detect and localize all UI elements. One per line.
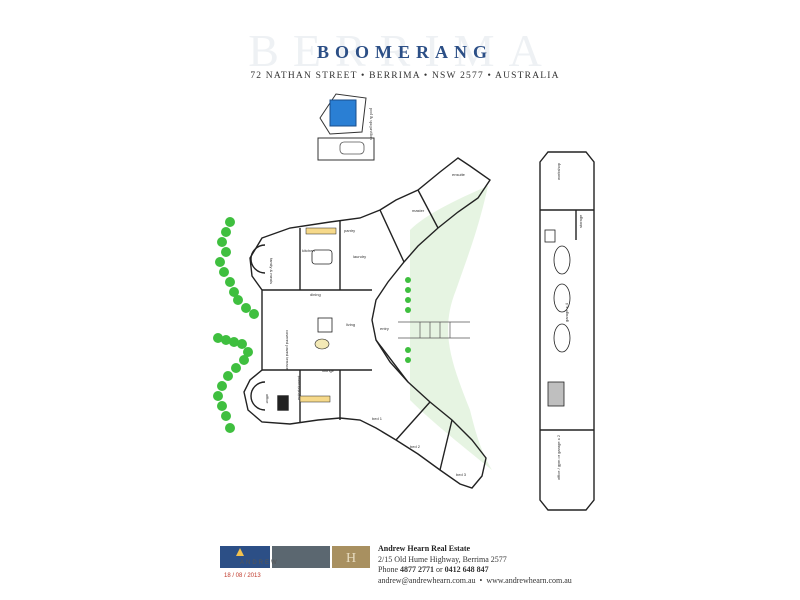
date-stamp: 18 / 08 / 2013 [224, 573, 261, 579]
label-lounge: lounge [322, 368, 335, 373]
agent-details: Andrew Hearn Real Estate 2/15 Old Hume H… [378, 544, 572, 586]
phone-or: or [436, 565, 443, 574]
phone-prefix: Phone [378, 565, 398, 574]
svg-text:H: H [346, 551, 356, 566]
label-garage: garage x 4 [564, 302, 569, 322]
label-office-garage: office / gym or garage x 2 [556, 434, 561, 480]
phone-1: 4877 2771 [400, 565, 434, 574]
label-laundry: laundry [353, 254, 366, 259]
contact-bullet: • [479, 575, 483, 585]
property-title: BOOMERANG [316, 42, 493, 62]
logo-text: ANDREW [240, 560, 279, 566]
agent-contact: andrew@andrewhearn.com.au • www.andrewhe… [378, 576, 572, 587]
tree-line [213, 217, 411, 433]
pool-water [329, 99, 357, 127]
label-family: family & meals [269, 258, 274, 284]
pool-label: pool & spa pavilion [369, 108, 374, 140]
label-bed3: bed 3 [456, 472, 467, 477]
agent-phone: Phone 4877 2771 or 0412 648 847 [378, 565, 572, 576]
entry-walkway [398, 321, 470, 339]
label-office: office [265, 394, 270, 404]
label-kitchen: kitchen [302, 248, 315, 253]
house-outline [243, 157, 491, 489]
label-storage: storage [578, 214, 583, 228]
agency-logo: H [220, 546, 370, 568]
label-bed1: bed 1 [372, 416, 383, 421]
label-living: living [346, 322, 355, 327]
label-ensuite: ensuite [452, 172, 466, 177]
lawn-area [410, 186, 492, 470]
agent-website[interactable]: www.andrewhearn.com.au [486, 575, 572, 585]
label-bed2: bed 2 [410, 444, 421, 449]
label-entry: entry [380, 326, 389, 331]
phone-2: 0412 648 847 [444, 565, 489, 574]
agent-email[interactable]: andrew@andrewhearn.com.au [378, 575, 476, 585]
pool-area: pool & spa pavilion [317, 93, 375, 161]
garage-outline [539, 151, 595, 511]
watermark-text: BERRIMA [248, 25, 556, 76]
agent-name: Andrew Hearn Real Estate [378, 544, 471, 553]
label-workshop: workshop [556, 162, 561, 180]
label-pantry: pantry [344, 228, 355, 233]
label-dining: dining [310, 292, 321, 297]
label-terrace: covered paved terrace [285, 330, 290, 371]
label-master: master [412, 208, 425, 213]
property-address: 72 NATHAN STREET • BERRIMA • NSW 2577 • … [250, 71, 560, 81]
label-entertainment: entertainment [296, 375, 301, 400]
agent-street: 2/15 Old Hume Highway, Berrima 2577 [378, 554, 507, 564]
